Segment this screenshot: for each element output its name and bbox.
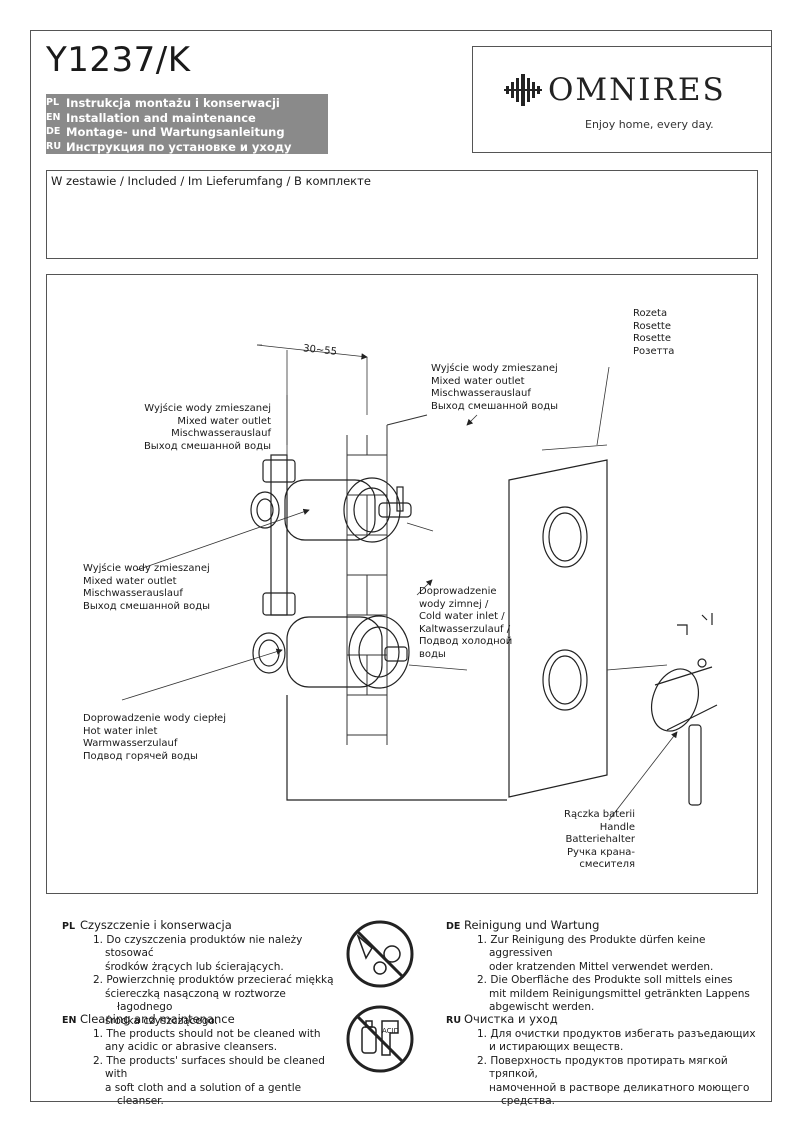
diagram-drawing <box>121 344 718 821</box>
hot-inlet-label: Doprowadzenie wody ciepłej Hot water inl… <box>83 713 226 762</box>
handle-label: Rączka baterii Handle Batteriehalter Руч… <box>564 809 635 870</box>
installation-diagram: 30~55 Wyjście wody zmieszanej Mixed wate… <box>46 274 758 894</box>
rosette-label: Rozeta Rosette Rosette Розетта <box>633 308 675 357</box>
leader-lines <box>121 344 678 821</box>
outlet-label-left-top: Wyjście wody zmieszanej Mixed water outl… <box>143 403 271 452</box>
page-frame <box>30 30 772 1102</box>
brand-tagline: Enjoy home, every day. <box>585 118 714 131</box>
no-abrasive-tools-icon <box>346 920 414 988</box>
handle-part <box>651 613 718 806</box>
acid-text: ACID <box>382 1027 399 1035</box>
brand-box <box>472 46 772 153</box>
no-acid-cleaners-icon: ACID <box>346 1005 414 1073</box>
valve-body <box>250 454 507 801</box>
omnires-logo-icon <box>504 74 542 106</box>
cold-inlet-label: Doprowadzenie wody zimnej / Cold water i… <box>419 586 513 660</box>
included-box: W zestawie / Included / Im Lieferumfang … <box>46 170 758 259</box>
outlet-label-left-mid: Wyjście wody zmieszanej Mixed water outl… <box>83 563 211 612</box>
brand-name: OMNIRES <box>548 72 726 108</box>
rosette-plate <box>508 459 608 798</box>
product-code: Y1237/K <box>46 40 191 80</box>
outlet-label-right-top: Wyjście wody zmieszanej Mixed water outl… <box>431 363 559 412</box>
included-label: W zestawie / Included / Im Lieferumfang … <box>51 174 371 188</box>
wall-bricks <box>346 414 428 745</box>
